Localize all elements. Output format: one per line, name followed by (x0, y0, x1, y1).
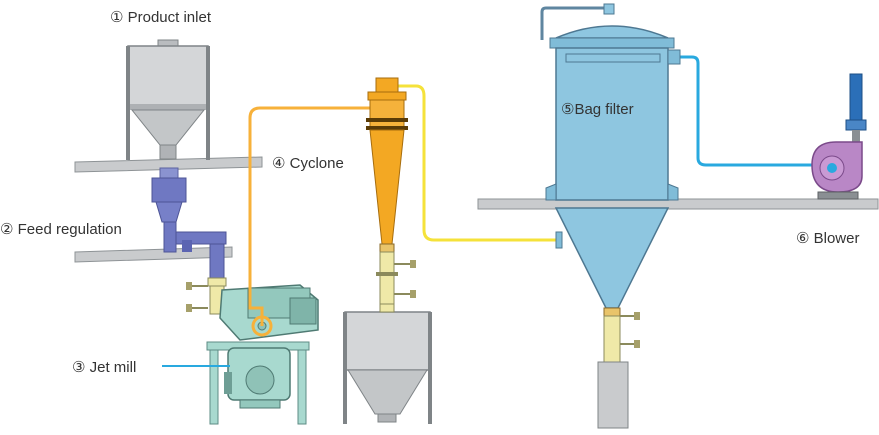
middle-floor-slab (74, 246, 233, 263)
bag-filter-label: ⑤Bag filter (561, 101, 634, 118)
cyclone-label: ④ Cyclone (272, 155, 344, 172)
bag-filter-vessel (540, 3, 681, 429)
jet-mill-label: ③ Jet mill (72, 359, 137, 376)
centrifugal-blower (811, 73, 867, 200)
orange-pipe-mill-to-cyclone (248, 106, 372, 326)
cyclone-product-bin (343, 303, 432, 424)
feed-regulation-label: ② Feed regulation (0, 221, 122, 238)
feed-regulation-feeder (151, 167, 227, 279)
upper-floor-slab (74, 156, 263, 173)
jet-mill (186, 277, 319, 425)
product-inlet-label: ① Product inlet (110, 9, 211, 26)
cyclone-separator (366, 77, 416, 305)
product-inlet-hopper (126, 39, 210, 160)
cyan-pipe-filter-to-blower (680, 55, 830, 167)
blower-label: ⑥ Blower (796, 230, 860, 247)
yellow-pipe-cyclone-to-filter (398, 84, 556, 242)
